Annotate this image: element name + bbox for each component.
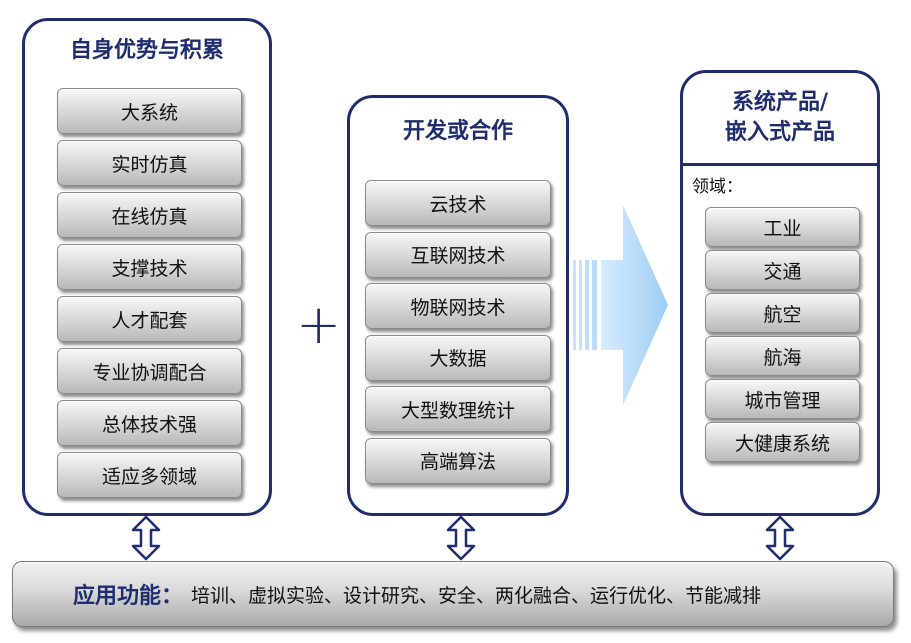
left-panel-item: 大系统 (57, 88, 242, 134)
right-panel-title-line2: 嵌入式产品 (724, 120, 835, 145)
application-functions-bar: 应用功能： 培训、虚拟实验、设计研究、安全、两化融合、运行优化、节能减排 (12, 561, 894, 627)
double-arrow-right-icon (765, 515, 795, 561)
big-right-arrow-icon (573, 205, 668, 405)
left-panel-item: 专业协调配合 (57, 348, 242, 394)
domain-label: 领域： (692, 177, 743, 197)
application-functions-text: 培训、虚拟实验、设计研究、安全、两化融合、运行优化、节能减排 (191, 584, 762, 607)
middle-panel-item: 互联网技术 (365, 231, 551, 278)
middle-panel-item: 云技术 (365, 180, 551, 226)
middle-panel-item: 高端算法 (365, 437, 551, 484)
left-panel-item: 实时仿真 (57, 140, 242, 186)
double-arrow-left-icon (131, 515, 161, 561)
left-panel-item: 总体技术强 (57, 400, 242, 446)
right-panel-divider (683, 163, 877, 166)
left-panel-title: 自身优势与积累 (69, 38, 224, 63)
middle-panel-item: 大数据 (365, 334, 551, 381)
application-functions-label: 应用功能： (73, 584, 184, 609)
middle-panel-item: 物联网技术 (365, 283, 551, 329)
right-panel-item: 工业 (705, 207, 860, 247)
double-arrow-middle-icon (446, 515, 476, 561)
middle-panel-item: 大型数理统计 (365, 386, 551, 432)
left-panel-item: 适应多领域 (57, 452, 242, 498)
right-panel-item: 交通 (705, 250, 860, 290)
right-panel-item: 航空 (705, 293, 860, 333)
left-panel-item: 在线仿真 (57, 192, 242, 238)
right-panel-item: 城市管理 (705, 379, 860, 419)
right-panel-title-line1: 系统产品/ (731, 90, 829, 115)
left-panel-item: 人才配套 (57, 296, 242, 342)
plus-symbol: + (296, 293, 342, 356)
right-panel-item: 航海 (705, 336, 860, 376)
left-panel-item: 支撑技术 (57, 244, 242, 290)
right-panel-item: 大健康系统 (705, 422, 860, 462)
middle-panel-title: 开发或合作 (402, 119, 513, 144)
